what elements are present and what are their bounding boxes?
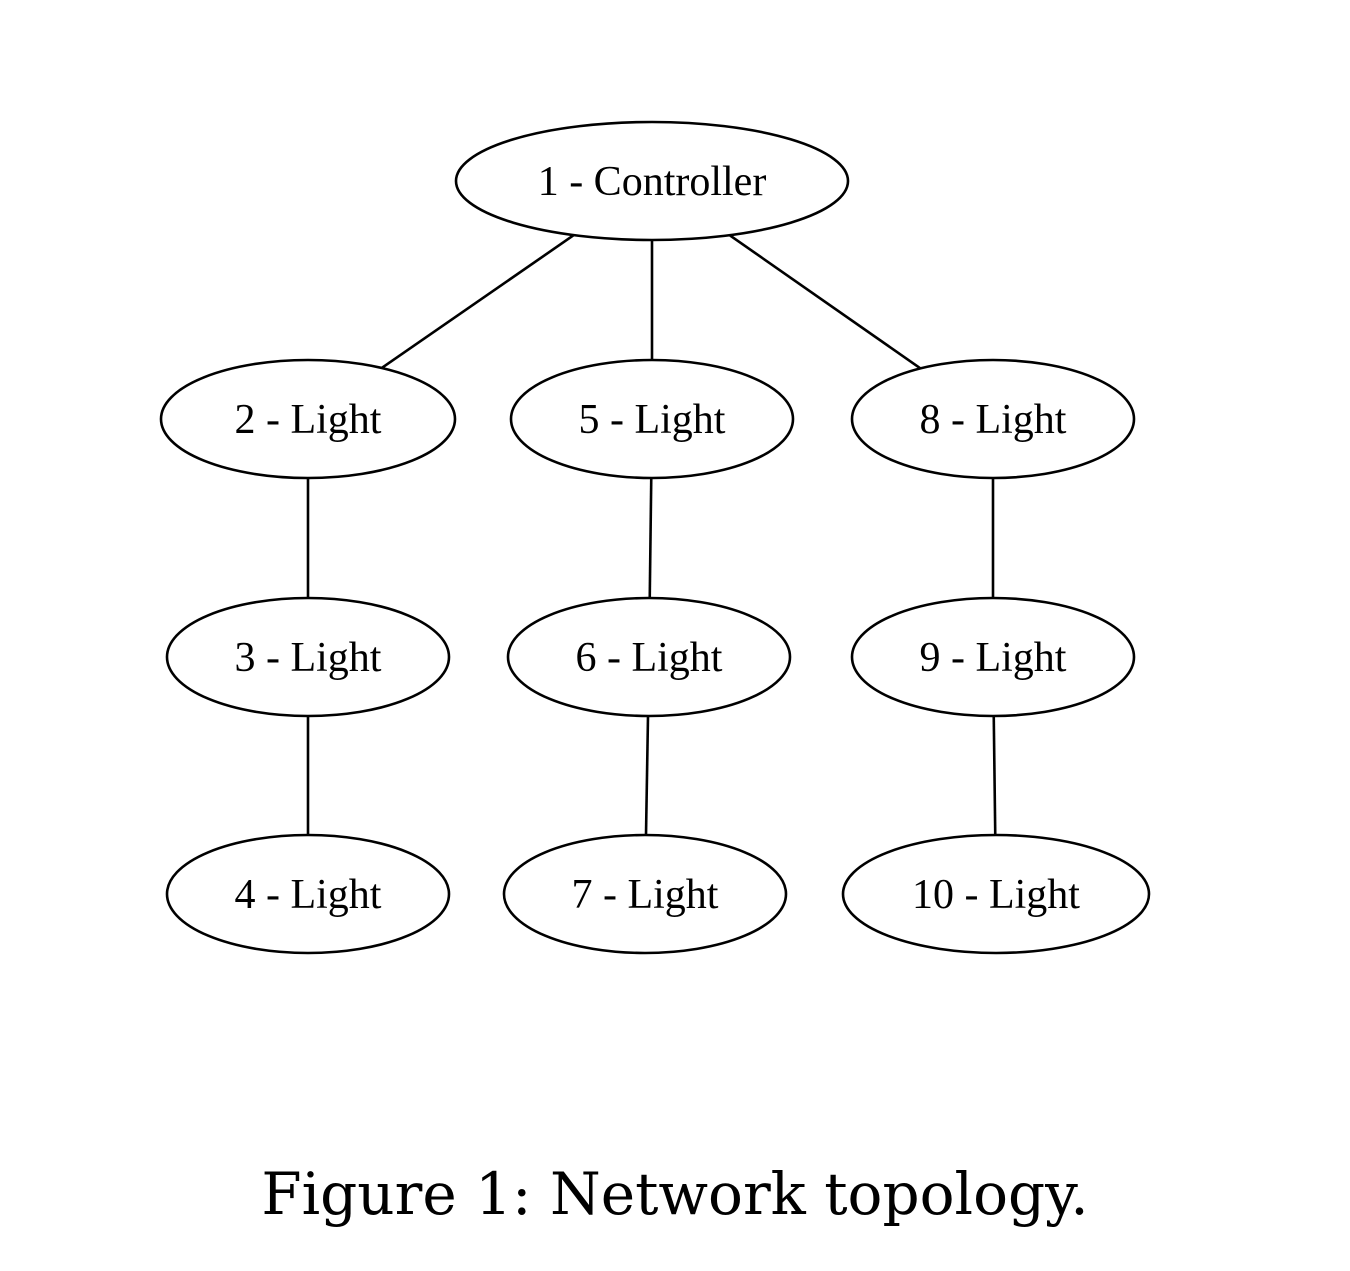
node-ellipse	[165, 833, 451, 955]
node-label: 9 - Light	[920, 635, 1067, 681]
node-ellipse	[454, 120, 850, 242]
edge-9-10	[992, 715, 997, 836]
node-5: 5 - Light	[509, 358, 795, 480]
node-ellipse	[850, 358, 1136, 480]
node-4: 4 - Light	[165, 833, 451, 955]
node-label: 2 - Light	[235, 397, 382, 443]
node-label: 5 - Light	[579, 397, 726, 443]
node-10: 10 - Light	[841, 833, 1151, 955]
node-label: 7 - Light	[572, 872, 719, 918]
node-8: 8 - Light	[850, 358, 1136, 480]
edge-6-7	[644, 715, 650, 836]
edges	[306, 234, 997, 836]
node-ellipse	[506, 596, 792, 718]
edge-1-2	[381, 234, 575, 370]
node-ellipse	[841, 833, 1151, 955]
node-label: 1 - Controller	[538, 159, 767, 205]
node-7: 7 - Light	[502, 833, 788, 955]
node-label: 4 - Light	[235, 872, 382, 918]
node-ellipse	[850, 596, 1136, 718]
node-ellipse	[165, 596, 451, 718]
node-label: 8 - Light	[920, 397, 1067, 443]
edge-1-8	[728, 234, 922, 370]
node-ellipse	[509, 358, 795, 480]
node-label: 10 - Light	[912, 872, 1080, 918]
node-label: 3 - Light	[235, 635, 382, 681]
node-9: 9 - Light	[850, 596, 1136, 718]
node-label: 6 - Light	[576, 635, 723, 681]
node-ellipse	[159, 358, 457, 480]
node-6: 6 - Light	[506, 596, 792, 718]
nodes: 1 - Controller 2 - Light 3 - Light 4 - Ligh…	[159, 120, 1151, 955]
edge-5-6	[648, 477, 653, 599]
node-ellipse	[502, 833, 788, 955]
node-2: 2 - Light	[159, 358, 457, 480]
node-1: 1 - Controller	[454, 120, 850, 242]
figure-caption: Figure 1: Network topology.	[261, 1160, 1089, 1228]
node-3: 3 - Light	[165, 596, 451, 718]
